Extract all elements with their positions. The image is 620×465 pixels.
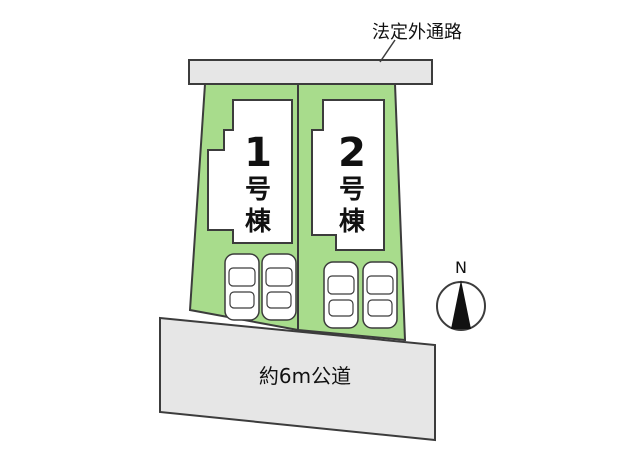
house-1-char-1: 号 (245, 175, 271, 205)
house-2-footprint (311, 99, 385, 251)
public-road-label: 約6m公道 (259, 364, 351, 388)
private-road-label: 法定外通路 (372, 22, 462, 43)
private-road (188, 59, 433, 85)
north-label: N (455, 258, 467, 277)
private-road-leader (379, 39, 396, 63)
car-icon (261, 253, 297, 321)
house-2-number: 2 (338, 130, 366, 176)
car-icon (362, 261, 398, 329)
public-road (159, 316, 436, 442)
car-icon (323, 261, 359, 329)
house-2-char-1: 号 (339, 175, 365, 205)
car-icon (224, 253, 260, 321)
house-1-number: 1 (244, 130, 272, 176)
house-2-char-2: 棟 (339, 207, 366, 237)
north-arrow-icon: N (436, 258, 486, 331)
house-1-char-2: 棟 (245, 207, 272, 237)
house-1-footprint (207, 99, 293, 244)
